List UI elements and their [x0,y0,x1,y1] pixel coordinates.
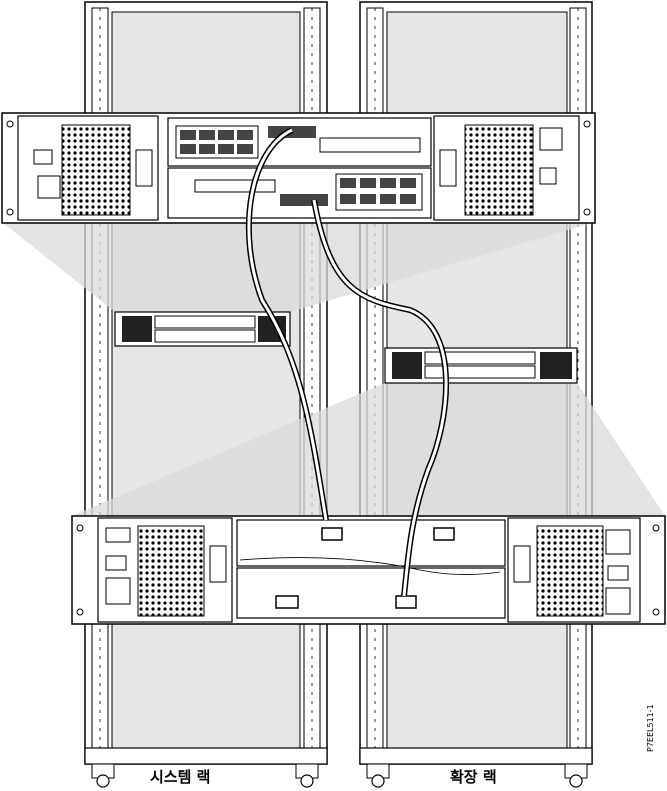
callout-wedge-expansion [72,383,665,516]
caster [295,763,319,788]
power-supply-module [507,517,641,623]
caster [366,763,390,788]
sas-cable [311,199,450,597]
sas-port-in [395,595,417,609]
expansion-rack-label: 확장 랙 [450,768,497,786]
caster [564,763,588,788]
system-enclosure-zoom [1,112,596,224]
expansion-enclosure-zoom [71,515,666,625]
ethernet-ports [175,125,259,159]
sas-cable [245,127,329,521]
power-supply-module [433,115,580,221]
system-enclosure-small [114,311,291,347]
ethernet-ports [335,173,423,211]
system-rack-label: 시스템 랙 [150,768,211,786]
figure-id: P7EEL511-1 [646,704,655,752]
power-supply-module [97,517,233,623]
callout-wedge-system [2,222,595,312]
sas-port-in [321,527,343,541]
caster [91,763,115,788]
power-supply-module [17,115,159,221]
expansion-enclosure-small [384,347,578,384]
sas-port-out [433,527,455,541]
sas-port-out [275,595,299,609]
sas-port [280,194,328,206]
